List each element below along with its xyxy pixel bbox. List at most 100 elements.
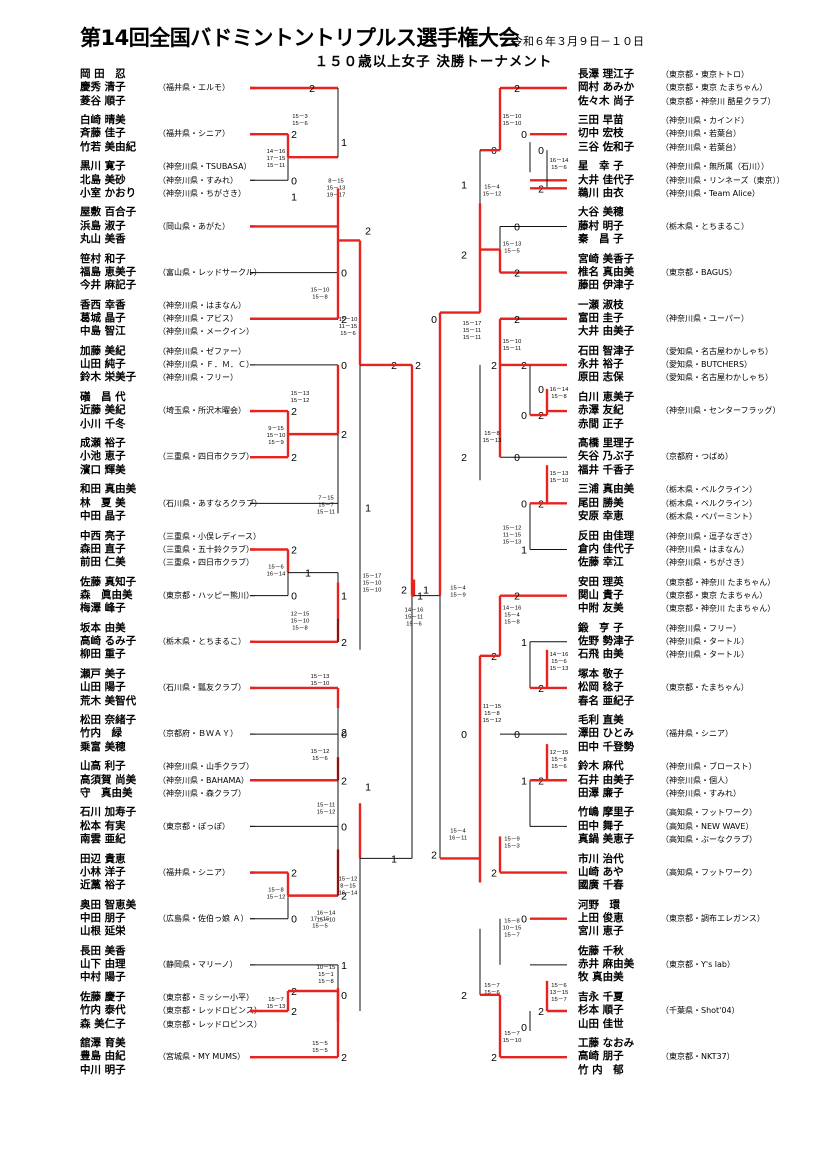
game-score-R7: 15－8 — [551, 394, 566, 400]
player-name: 高崎 朋子 — [578, 1050, 624, 1063]
club-label: （東京都・レッドロビンス） — [158, 1019, 262, 1029]
player-name: 丸山 美香 — [80, 233, 126, 246]
club-label: （神奈川県・ちがさき） — [661, 558, 749, 568]
game-score-final: 15－11 — [405, 615, 423, 621]
club-label: （神奈川県・若葉台） — [661, 129, 741, 139]
round-result: 0 — [341, 821, 347, 833]
game-score-R5: 15－17 — [463, 321, 482, 327]
round-result: 2 — [401, 585, 407, 597]
game-score-R1: 15－10 — [503, 114, 522, 120]
game-score-L9: 15－6 — [268, 565, 283, 571]
club-label: （神奈川県・ユーパー） — [661, 314, 749, 324]
game-score-L1: 15－6 — [292, 121, 307, 127]
player-name: 慶秀 清子 — [80, 81, 126, 94]
player-name: 南雲 亜紀 — [80, 832, 126, 845]
game-score-final: 14－16 — [405, 608, 424, 614]
player-name: 大井 佳代子 — [578, 173, 635, 186]
club-label: （東京都・神奈川 たまちゃん） — [661, 604, 776, 614]
player-name: 安田 理英 — [578, 575, 624, 588]
round-result: 0 — [341, 360, 347, 372]
game-score-L13: 15－6 — [312, 756, 327, 762]
round-result: 2 — [341, 1052, 347, 1064]
player-name: 奥田 智恵美 — [80, 898, 137, 911]
game-score-R13: 15－6 — [551, 659, 566, 665]
club-label: （東京都・Y's lab） — [661, 960, 735, 970]
game-score-R20: 15－6 — [551, 983, 566, 989]
player-name: 香西 幸香 — [80, 298, 126, 311]
game-score-L12: 15－13 — [311, 674, 330, 680]
player-name: 三田 早苗 — [578, 114, 624, 127]
club-label: （高知県・フットワーク） — [661, 867, 757, 877]
club-label: （三重県・小俣レディース） — [158, 531, 262, 541]
club-label: （神奈川県・はまなん） — [661, 544, 749, 554]
player-name: 市川 治代 — [578, 852, 624, 865]
game-score-R11: 15－4 — [450, 586, 466, 592]
player-name: 長澤 理江子 — [578, 68, 635, 80]
player-name: 三谷 佐和子 — [578, 140, 635, 153]
player-name: 竹若 美由紀 — [80, 140, 137, 153]
club-label: （宮城県・MY MUMS） — [158, 1052, 246, 1062]
game-score-final: 15－6 — [406, 622, 421, 628]
player-name: 近藤 美紀 — [80, 404, 126, 417]
game-score-L6: 15－13 — [291, 391, 310, 397]
club-label: （神奈川県・無所属（石川）） — [661, 162, 769, 172]
club-label: （神奈川県・フリー） — [158, 373, 238, 383]
game-score-R4: 15－5 — [504, 249, 519, 255]
player-name: 杉本 順子 — [578, 1004, 624, 1017]
round-result: 0 — [341, 990, 347, 1002]
club-label: （福井県・エルモ） — [158, 83, 230, 93]
game-score-L4: 15－10 — [311, 288, 330, 294]
game-score-L10: 15－8 — [292, 626, 307, 632]
game-score-R10: 15－12 — [503, 525, 522, 531]
player-name: 乗富 美穂 — [80, 740, 126, 753]
round-result: 2 — [461, 452, 467, 464]
player-name: 浜島 淑子 — [80, 219, 126, 232]
club-label: （東京都・東京 たまちゃん） — [661, 83, 768, 93]
game-score-R20: 15－7 — [551, 997, 566, 1003]
game-score-R13: 14－16 — [550, 652, 569, 658]
game-score-R8: 15－8 — [484, 431, 499, 437]
round-result: 0 — [514, 729, 520, 741]
club-label: （東京都・ハッピー熊川） — [158, 590, 254, 600]
club-label: （神奈川県・タートル） — [661, 650, 749, 660]
player-name: 塚本 敬子 — [578, 667, 624, 680]
player-name: 小池 恵子 — [80, 450, 126, 463]
player-name: 前田 仁美 — [80, 556, 126, 569]
player-name: 佐藤 千秋 — [578, 944, 624, 957]
club-label: （東京都・神奈川 たまちゃん） — [661, 577, 776, 587]
club-label: （愛知県・名古屋わかしゃち） — [661, 346, 773, 356]
game-score-R12: 15－8 — [504, 620, 519, 626]
player-name: 鈴木 麻代 — [578, 760, 624, 773]
player-name: 和田 真由美 — [80, 483, 137, 496]
round-result: 2 — [514, 83, 520, 95]
game-score-R15: 15－6 — [551, 764, 566, 770]
game-score-R5: 15－11 — [463, 335, 481, 341]
game-score-L7: 9－15 — [268, 426, 283, 432]
club-label: （神奈川県・はまなん） — [158, 300, 246, 310]
player-name: 田中 舞子 — [578, 819, 624, 832]
player-name: 田辺 貴恵 — [80, 852, 126, 865]
player-name: 春名 亜紀子 — [578, 694, 635, 707]
game-score-L3: 15－13 — [327, 185, 346, 191]
game-score-R13: 15－13 — [550, 666, 569, 672]
game-score-L1: 15－3 — [292, 114, 307, 120]
round-result: 2 — [291, 406, 297, 418]
game-score-R18: 10－15 — [503, 926, 522, 932]
game-score-L5: 15－6 — [340, 331, 355, 337]
player-name: 藤田 伊津子 — [578, 279, 635, 292]
player-name: 竹内 泰代 — [80, 1004, 126, 1017]
player-name: 赤井 麻由美 — [578, 958, 635, 971]
player-name: 柳田 重子 — [80, 648, 126, 661]
player-name: 佐々木 尚子 — [578, 94, 635, 107]
game-score-L5: 15－10 — [339, 317, 358, 323]
club-label: （埼玉県・所沢木曜会） — [158, 406, 246, 416]
game-score-L3: 8－15 — [328, 178, 343, 184]
player-name: 岡村 あみか — [578, 81, 635, 94]
club-label: （東京都・レッドロビンス） — [158, 1006, 262, 1016]
game-score-R16: 15－3 — [504, 843, 519, 849]
club-label: （神奈川県・逗子なぎさ） — [661, 531, 757, 541]
club-label: （京都府・ＢＷＡＹ） — [158, 729, 238, 739]
player-name: 宮川 恵子 — [578, 925, 624, 938]
game-score-R4: 15－13 — [503, 242, 522, 248]
player-name: 竹内 緑 — [80, 727, 122, 740]
